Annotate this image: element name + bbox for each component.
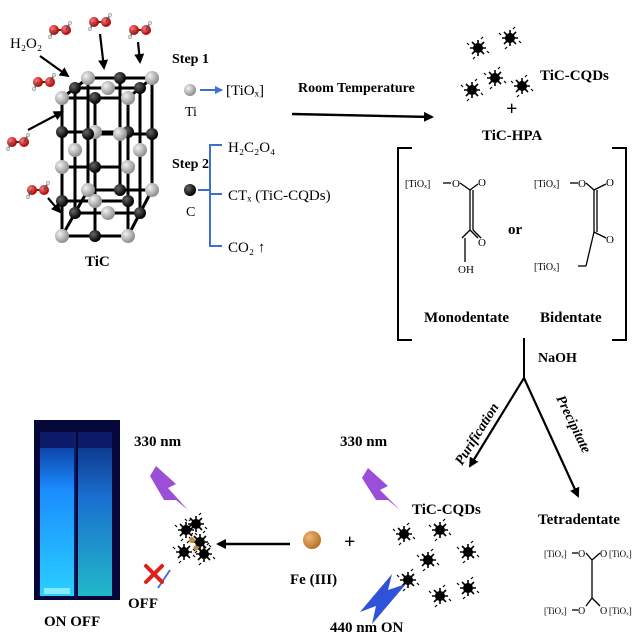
monodentate-label: Monodentate: [424, 310, 509, 326]
cqd-cluster-bottom: [392, 518, 480, 608]
tetra-o2: O: [600, 549, 607, 560]
product-cqds: TiC-CQDs: [540, 68, 609, 84]
step2-product-3: CO₂ ↑: [228, 240, 265, 256]
emission-label: 440 nm ON: [330, 620, 404, 636]
tetra-o4: O: [600, 606, 607, 617]
bidentate-structure: [570, 182, 607, 267]
mono-o3: O: [478, 237, 486, 249]
purification-arrow: [468, 377, 525, 468]
purification-label: Purification: [453, 401, 503, 468]
bottom-plus: +: [344, 531, 355, 553]
emission-lightning: [360, 574, 406, 624]
tetra-o3: O: [578, 606, 585, 617]
bottom-cqds-label: TiC-CQDs: [412, 502, 481, 518]
mono-oh: OH: [458, 264, 474, 276]
c-atom: [184, 184, 196, 196]
product-hpa: TiC-HPA: [482, 128, 542, 144]
mono-o1: O: [452, 178, 460, 190]
tetradentate-structure: [572, 552, 601, 611]
bi-o1: O: [578, 178, 586, 190]
step1-title: Step 1: [172, 52, 209, 67]
tetra-tiox2: [TiOₓ]: [609, 549, 632, 559]
step2-branches: [198, 144, 222, 247]
tic-label: TiC: [85, 254, 110, 270]
tic-crystal: [55, 71, 159, 243]
tetra-o1: O: [578, 549, 585, 560]
tetradentate-label: Tetradentate: [538, 512, 620, 528]
tetra-tiox3: [TiOₓ]: [544, 606, 567, 616]
precipitate-label: Precipitate: [552, 393, 593, 455]
uv-label-2: 330 nm: [340, 434, 388, 450]
bi-tiox1: [TiOₓ]: [534, 179, 559, 190]
uv-lightning-1: [150, 466, 188, 510]
quenched-cluster: [172, 512, 216, 566]
bi-tiox2: [TiOₓ]: [534, 262, 559, 273]
mono-o2: O: [478, 177, 486, 189]
mono-tiox: [TiOₓ]: [405, 179, 430, 190]
bracket: [397, 147, 627, 341]
off-label: OFF: [128, 596, 158, 612]
tetra-tiox4: [TiOₓ]: [609, 606, 632, 616]
uv-label-1: 330 nm: [134, 434, 182, 450]
step1-atom: Ti: [185, 105, 197, 120]
cross-icon: [144, 564, 164, 584]
monodentate-structure: [443, 182, 482, 239]
product-plus: +: [506, 98, 517, 120]
precipitate-arrow: [522, 377, 580, 498]
step2-atom: C: [186, 205, 195, 220]
vials-photo: [34, 420, 120, 600]
fe-dot: [303, 531, 321, 549]
main-arrow: [291, 111, 434, 122]
bidentate-label: Bidentate: [540, 310, 602, 326]
step2-product-1: H₂C₂O₄: [228, 140, 275, 156]
uv-lightning-2: [362, 468, 400, 510]
step1-product: [TiOₓ]: [226, 83, 264, 99]
step2-product-2: CTₓ (TiC-CQDs): [228, 188, 331, 204]
naoh-label: NaOH: [538, 351, 577, 366]
bi-o3: O: [606, 234, 614, 246]
condition-label: Room Temperature: [298, 81, 415, 96]
h2o2-molecules: [5, 12, 153, 214]
step2-title: Step 2: [172, 157, 209, 172]
tetra-tiox1: [TiOₓ]: [544, 549, 567, 559]
vials-label: ON OFF: [44, 614, 100, 630]
ti-atom: [184, 84, 196, 96]
bi-o2: O: [606, 177, 614, 189]
off-ray: [157, 569, 171, 589]
cqd-cluster-top: [460, 26, 534, 102]
h2o2-label: H₂O₂: [10, 36, 42, 52]
fe-label: Fe (III): [290, 572, 337, 588]
or-label: or: [508, 222, 523, 238]
